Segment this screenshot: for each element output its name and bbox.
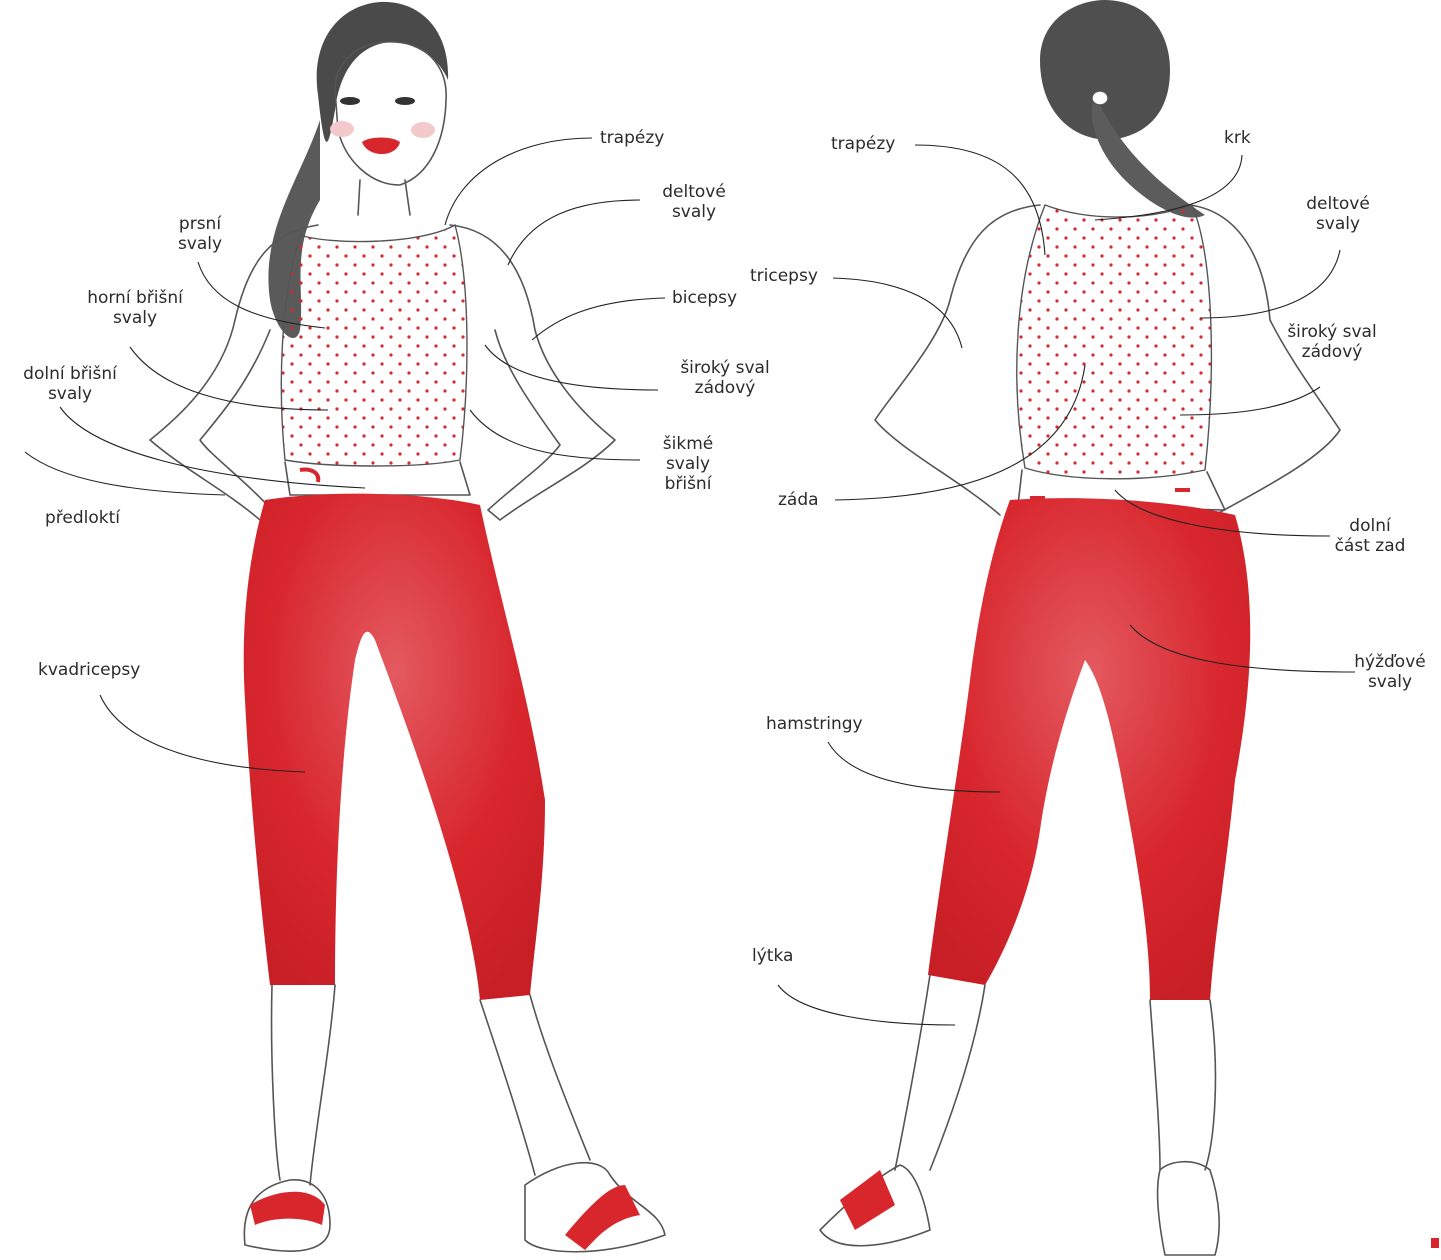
front-hair (317, 2, 448, 142)
label-line: svaly (648, 454, 728, 474)
back-calf-left (895, 975, 985, 1170)
label-front-deltove: deltové svaly (654, 182, 734, 222)
label-line: horní břišní (70, 288, 200, 308)
front-calf-left (272, 985, 335, 1185)
label-line: zádový (655, 378, 795, 398)
label-front-sikme: šikmé svaly břišní (648, 434, 728, 494)
label-back-zada: záda (778, 490, 819, 510)
label-front-predlokti: předloktí (45, 508, 120, 528)
label-line: svaly (70, 308, 200, 328)
front-leggings (244, 494, 545, 1000)
label-line: deltové (1298, 194, 1378, 214)
label-line: svaly (1340, 672, 1440, 692)
label-line: hýžďové (1340, 652, 1440, 672)
label-line: část zad (1320, 536, 1420, 556)
label-line: svaly (160, 234, 240, 254)
label-back-trapezy: trapézy (831, 134, 895, 154)
label-line: zádový (1262, 342, 1402, 362)
label-back-lytka: lýtka (752, 946, 793, 966)
label-back-krk: krk (1224, 128, 1251, 148)
front-calf-right (480, 995, 590, 1175)
front-lips (362, 138, 400, 155)
back-arm-left (875, 205, 1040, 515)
back-figure (820, 0, 1340, 1255)
label-line: široký sval (655, 358, 795, 378)
label-front-kvadricepsy: kvadricepsy (38, 660, 140, 680)
back-calf-right (1150, 1000, 1215, 1170)
label-front-trapezy: trapézy (600, 128, 664, 148)
label-line: šikmé (648, 434, 728, 454)
label-back-siroky: široký sval zádový (1262, 322, 1402, 362)
front-cheek-left (330, 121, 354, 137)
label-front-horni-brisni: horní břišní svaly (70, 288, 200, 328)
label-front-bicepsy: bicepsy (672, 288, 737, 308)
label-back-hamstringy: hamstringy (766, 714, 863, 734)
label-back-dolni-cast: dolní část zad (1320, 516, 1420, 556)
front-top (281, 225, 467, 466)
front-cheek-right (411, 122, 435, 138)
front-eye-right (395, 97, 415, 105)
label-line: dolní břišní (5, 364, 135, 384)
label-back-deltove: deltové svaly (1298, 194, 1378, 234)
label-line: svaly (654, 202, 734, 222)
label-line: břišní (648, 474, 728, 494)
corner-marker (1431, 1238, 1439, 1248)
front-arm-right (450, 225, 615, 520)
label-front-prsni: prsní svaly (160, 214, 240, 254)
label-line: prsní (160, 214, 240, 234)
front-figure (150, 2, 665, 1252)
label-line: dolní (1320, 516, 1420, 536)
back-leggings (928, 498, 1250, 1000)
back-shoe-right (1158, 1162, 1220, 1255)
label-line: svaly (5, 384, 135, 404)
front-eye-left (340, 97, 360, 105)
label-back-hyzdove: hýžďové svaly (1340, 652, 1440, 692)
label-front-siroky: široký sval zádový (655, 358, 795, 398)
back-top (1017, 205, 1212, 479)
label-line: deltové (654, 182, 734, 202)
label-line: svaly (1298, 214, 1378, 234)
label-back-tricepsy: tricepsy (750, 266, 818, 286)
label-front-dolni-brisni: dolní břišní svaly (5, 364, 135, 404)
label-line: široký sval (1262, 322, 1402, 342)
